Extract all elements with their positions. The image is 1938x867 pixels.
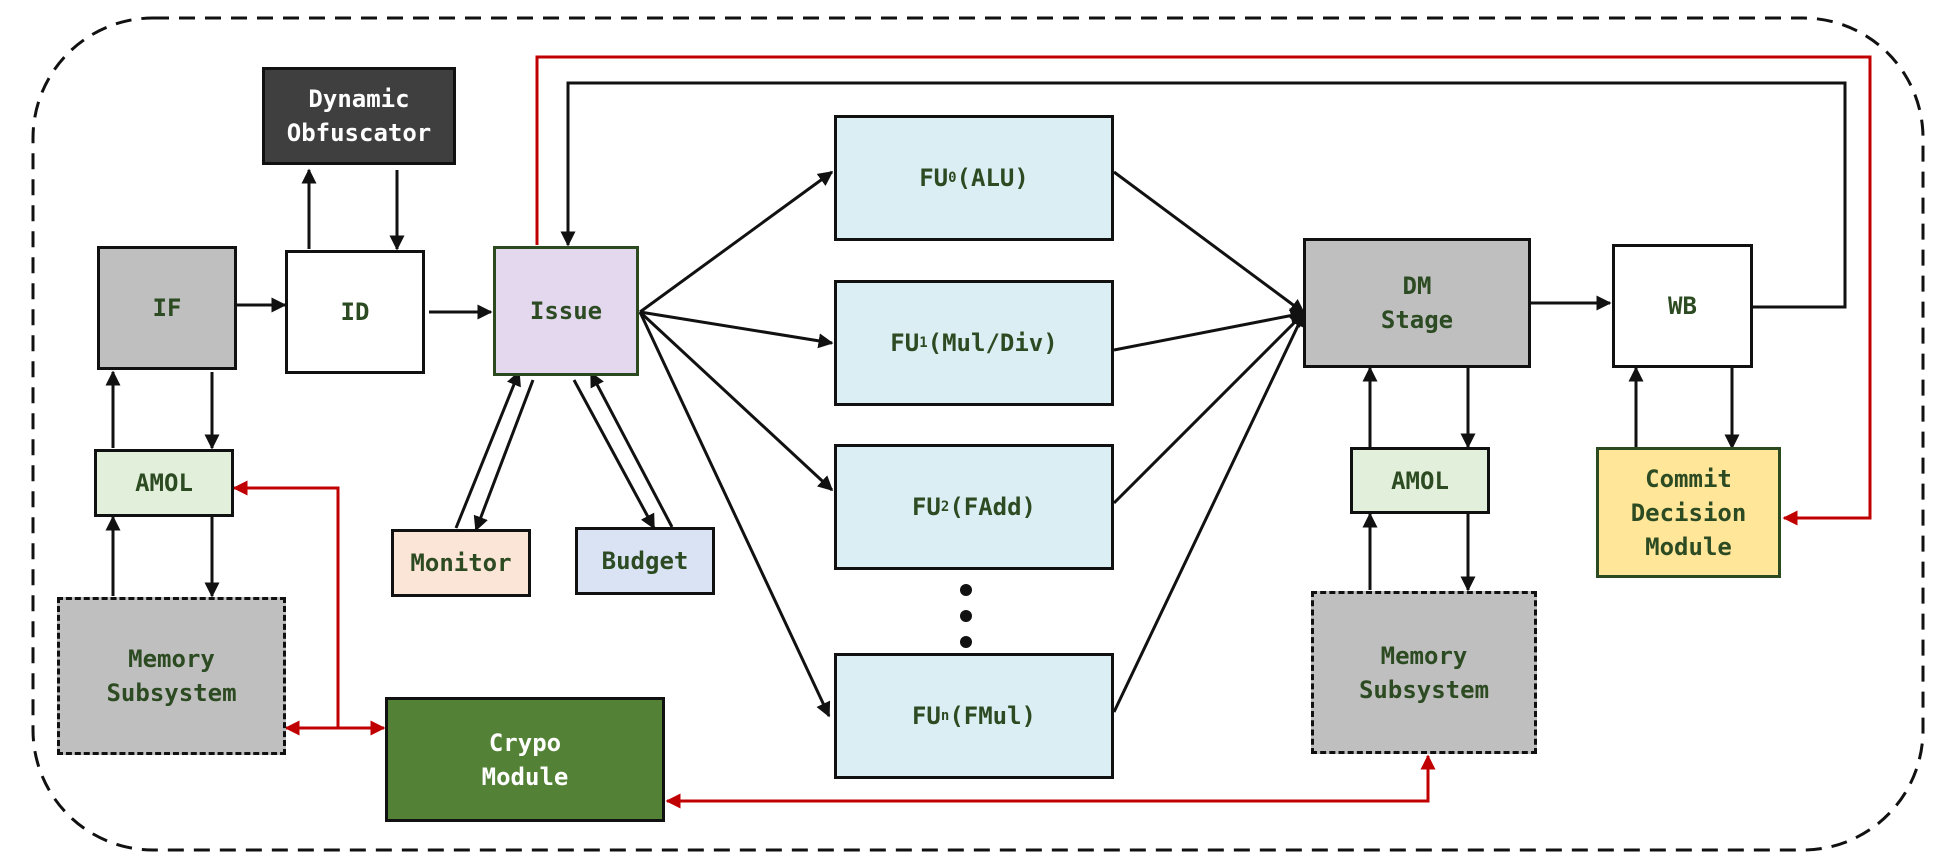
fun-sub: n xyxy=(940,708,950,724)
arrow-issue-budget xyxy=(572,379,656,530)
arrow-fu0-dm xyxy=(1113,170,1306,315)
core-boundary xyxy=(31,16,1925,852)
arrow-issue-fu1 xyxy=(639,310,834,349)
arrow-budget-issue xyxy=(589,371,674,528)
arrow-fu2-dm xyxy=(1112,311,1306,505)
fu1-rest: (Mul/Div) xyxy=(927,329,1058,357)
wb-block: WB xyxy=(1612,244,1753,368)
arrow-fu1-dm xyxy=(1113,308,1306,352)
commit-decision-module-block: Commit Decision Module xyxy=(1596,447,1781,578)
memory-subsystem-right-block: Memory Subsystem xyxy=(1311,591,1537,754)
crypto-module-block: Crypo Module xyxy=(385,697,665,822)
fu0-sub: 0 xyxy=(948,170,957,186)
amol-right-block: AMOL xyxy=(1350,447,1490,514)
arrow-fun-dm xyxy=(1112,311,1306,713)
fu2-base: FU xyxy=(911,493,941,521)
arrow-issue-fu2 xyxy=(638,310,834,492)
fun-base: FU xyxy=(911,702,941,730)
arrow-wb-issue-feedback xyxy=(560,81,1847,309)
dynamic-obfuscator-block: Dynamic Obfuscator xyxy=(262,67,456,165)
id-block: ID xyxy=(285,250,425,374)
fu2-sub: 2 xyxy=(940,499,950,515)
amol-left-block: AMOL xyxy=(94,449,234,517)
fu0-rest: (ALU) xyxy=(956,164,1029,192)
arrow-issue-fu0 xyxy=(639,170,834,314)
fun-rest: (FMul) xyxy=(949,702,1037,730)
memory-subsystem-left-block: Memory Subsystem xyxy=(57,597,286,755)
fu0-base: FU xyxy=(919,164,949,192)
budget-block: Budget xyxy=(575,527,715,595)
red-arrow-crypto-amol xyxy=(232,480,340,728)
if-block: IF xyxy=(97,246,237,370)
monitor-block: Monitor xyxy=(391,529,531,597)
fu-ellipsis xyxy=(960,584,972,662)
arrow-monitor-issue xyxy=(454,370,521,529)
issue-block: Issue xyxy=(493,246,639,376)
fu2-rest: (FAdd) xyxy=(949,493,1037,521)
fu1-sub: 1 xyxy=(919,335,928,351)
dm-stage-block: DM Stage xyxy=(1303,238,1531,368)
red-arrow-issue-commit xyxy=(535,55,1872,526)
arrow-issue-monitor xyxy=(473,379,535,532)
arrow-issue-fun xyxy=(638,311,831,718)
fu1-base: FU xyxy=(890,329,920,357)
red-arrow-crypto-memr xyxy=(665,754,1436,809)
